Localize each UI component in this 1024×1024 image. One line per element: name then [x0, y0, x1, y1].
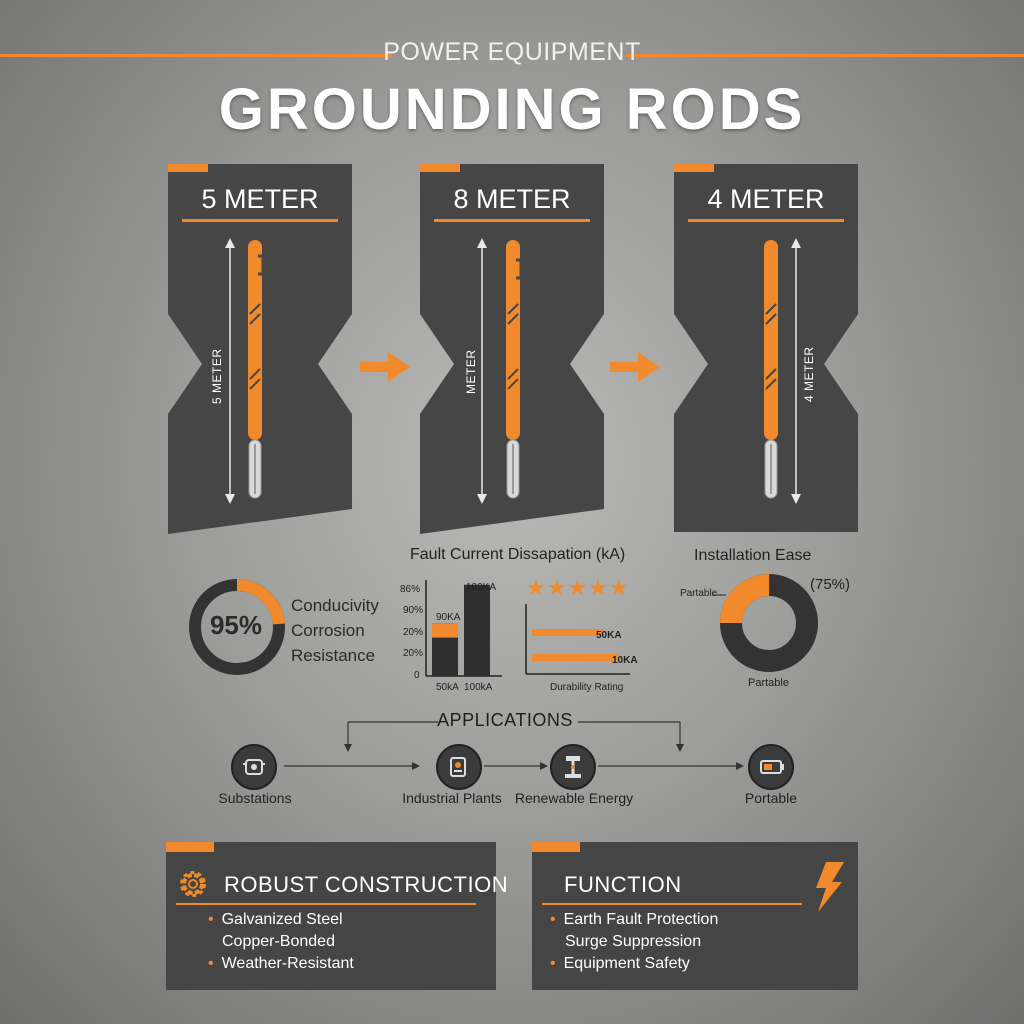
header-rule-right: [626, 54, 1024, 57]
application-label: Renewable Energy: [514, 790, 634, 806]
applications-title: APPLICATIONS: [437, 710, 573, 730]
fault-bar-chart: [425, 580, 502, 677]
bar-100ka: [464, 584, 490, 676]
lightning-bolt-icon: [816, 862, 844, 912]
wind-turbine-icon[interactable]: [550, 744, 596, 790]
pie-leader-line: [712, 594, 726, 596]
pie-slice-label: Partable: [680, 588, 718, 599]
application-label: Portable: [744, 790, 798, 806]
construction-item: •Galvanized Steel: [208, 911, 343, 928]
construction-card: [166, 842, 496, 990]
durability-bar-label: 10KA: [612, 655, 638, 666]
wind-turbine-icon-glyph: [565, 756, 581, 778]
y-tick: 90%: [403, 605, 424, 616]
durability-bar-2: [532, 654, 619, 661]
card-title-rule: [542, 903, 802, 905]
rod-panel-3: 4 METER 4 METER: [674, 164, 858, 534]
application-label: Substations: [218, 790, 292, 806]
conductivity-percent: 95%: [209, 610, 263, 640]
installation-value: (75%): [810, 576, 851, 593]
metric-line-3: Resistance: [291, 646, 376, 665]
application-label: Industrial Plants: [402, 790, 502, 806]
x-tick: 100kA: [464, 682, 493, 693]
arrow-right-icon: [610, 352, 660, 382]
rod-panel-shape: [420, 164, 604, 534]
installation-donut: [720, 574, 818, 672]
substation-icon-glyph: [243, 759, 265, 775]
rod-side-label: 5 METER: [210, 348, 224, 404]
portable-battery-icon-glyph: [760, 760, 784, 774]
rod-title: 4 METER: [707, 184, 825, 214]
card-title-rule: [176, 903, 476, 905]
metric-line-1: Conducivity: [291, 596, 379, 615]
bar-label: 100KA: [466, 582, 497, 593]
gear-icon: [180, 871, 206, 897]
rod-title-rule: [182, 219, 338, 222]
substation-icon[interactable]: [231, 744, 277, 790]
rod-side-label: METER: [464, 349, 478, 395]
portable-battery-icon[interactable]: [748, 744, 794, 790]
installation-title: Installation Ease: [694, 547, 812, 564]
construction-item: Copper-Bonded: [222, 933, 335, 950]
rod-title-rule: [434, 219, 590, 222]
page-title: GROUNDING RODS: [218, 77, 806, 142]
rod-panel-1: 5 METER 5 METER: [168, 164, 352, 534]
bar-label: 90KA: [436, 612, 461, 623]
durability-xlabel: Durability Rating: [550, 682, 624, 693]
metric-line-2: Corrosion: [291, 621, 365, 640]
function-title: FUNCTION: [564, 872, 682, 897]
fault-chart-title: Fault Current Dissapation (kA): [410, 546, 626, 563]
durability-bar-1: [532, 629, 604, 636]
rod-panel-shape: [168, 164, 352, 534]
rod-panel-2: 8 METER METER: [420, 164, 604, 534]
rod-title-rule: [688, 219, 844, 222]
construction-item: •Weather-Resistant: [208, 955, 354, 972]
rod-side-label: 4 METER: [802, 346, 816, 402]
y-tick: 20%: [403, 648, 424, 659]
construction-title: ROBUST CONSTRUCTION: [224, 872, 509, 897]
durability-bar-chart: [525, 604, 630, 675]
rod-panel-shape: [674, 164, 858, 532]
factory-icon-glyph: [450, 757, 466, 777]
header-kicker: POWER EQUIPMENT: [383, 38, 641, 66]
y-tick: 0: [414, 670, 420, 681]
function-item: •Earth Fault Protection: [550, 911, 719, 928]
y-tick: 86%: [400, 584, 421, 595]
rating-stars-icon: ★★★★★: [526, 575, 630, 600]
applications-connectors: [284, 721, 744, 770]
donut-bottom-label: Partable: [748, 677, 789, 689]
factory-icon[interactable]: [436, 744, 482, 790]
y-tick: 20%: [403, 627, 424, 638]
rod-title: 8 METER: [453, 184, 571, 214]
arrow-right-icon: [360, 352, 410, 382]
conductivity-ring: [189, 579, 285, 675]
function-item: Surge Suppression: [565, 933, 702, 950]
rod-title: 5 METER: [201, 184, 319, 214]
card-accent-tab: [532, 842, 580, 852]
x-tick: 50kA: [436, 682, 459, 693]
header-rule-left: [0, 54, 392, 57]
function-item: •Equipment Safety: [550, 955, 690, 972]
card-accent-tab: [166, 842, 214, 852]
function-card: [532, 842, 858, 990]
durability-bar-label: 50KA: [596, 630, 622, 641]
bar-50ka-highlight: [432, 623, 458, 638]
